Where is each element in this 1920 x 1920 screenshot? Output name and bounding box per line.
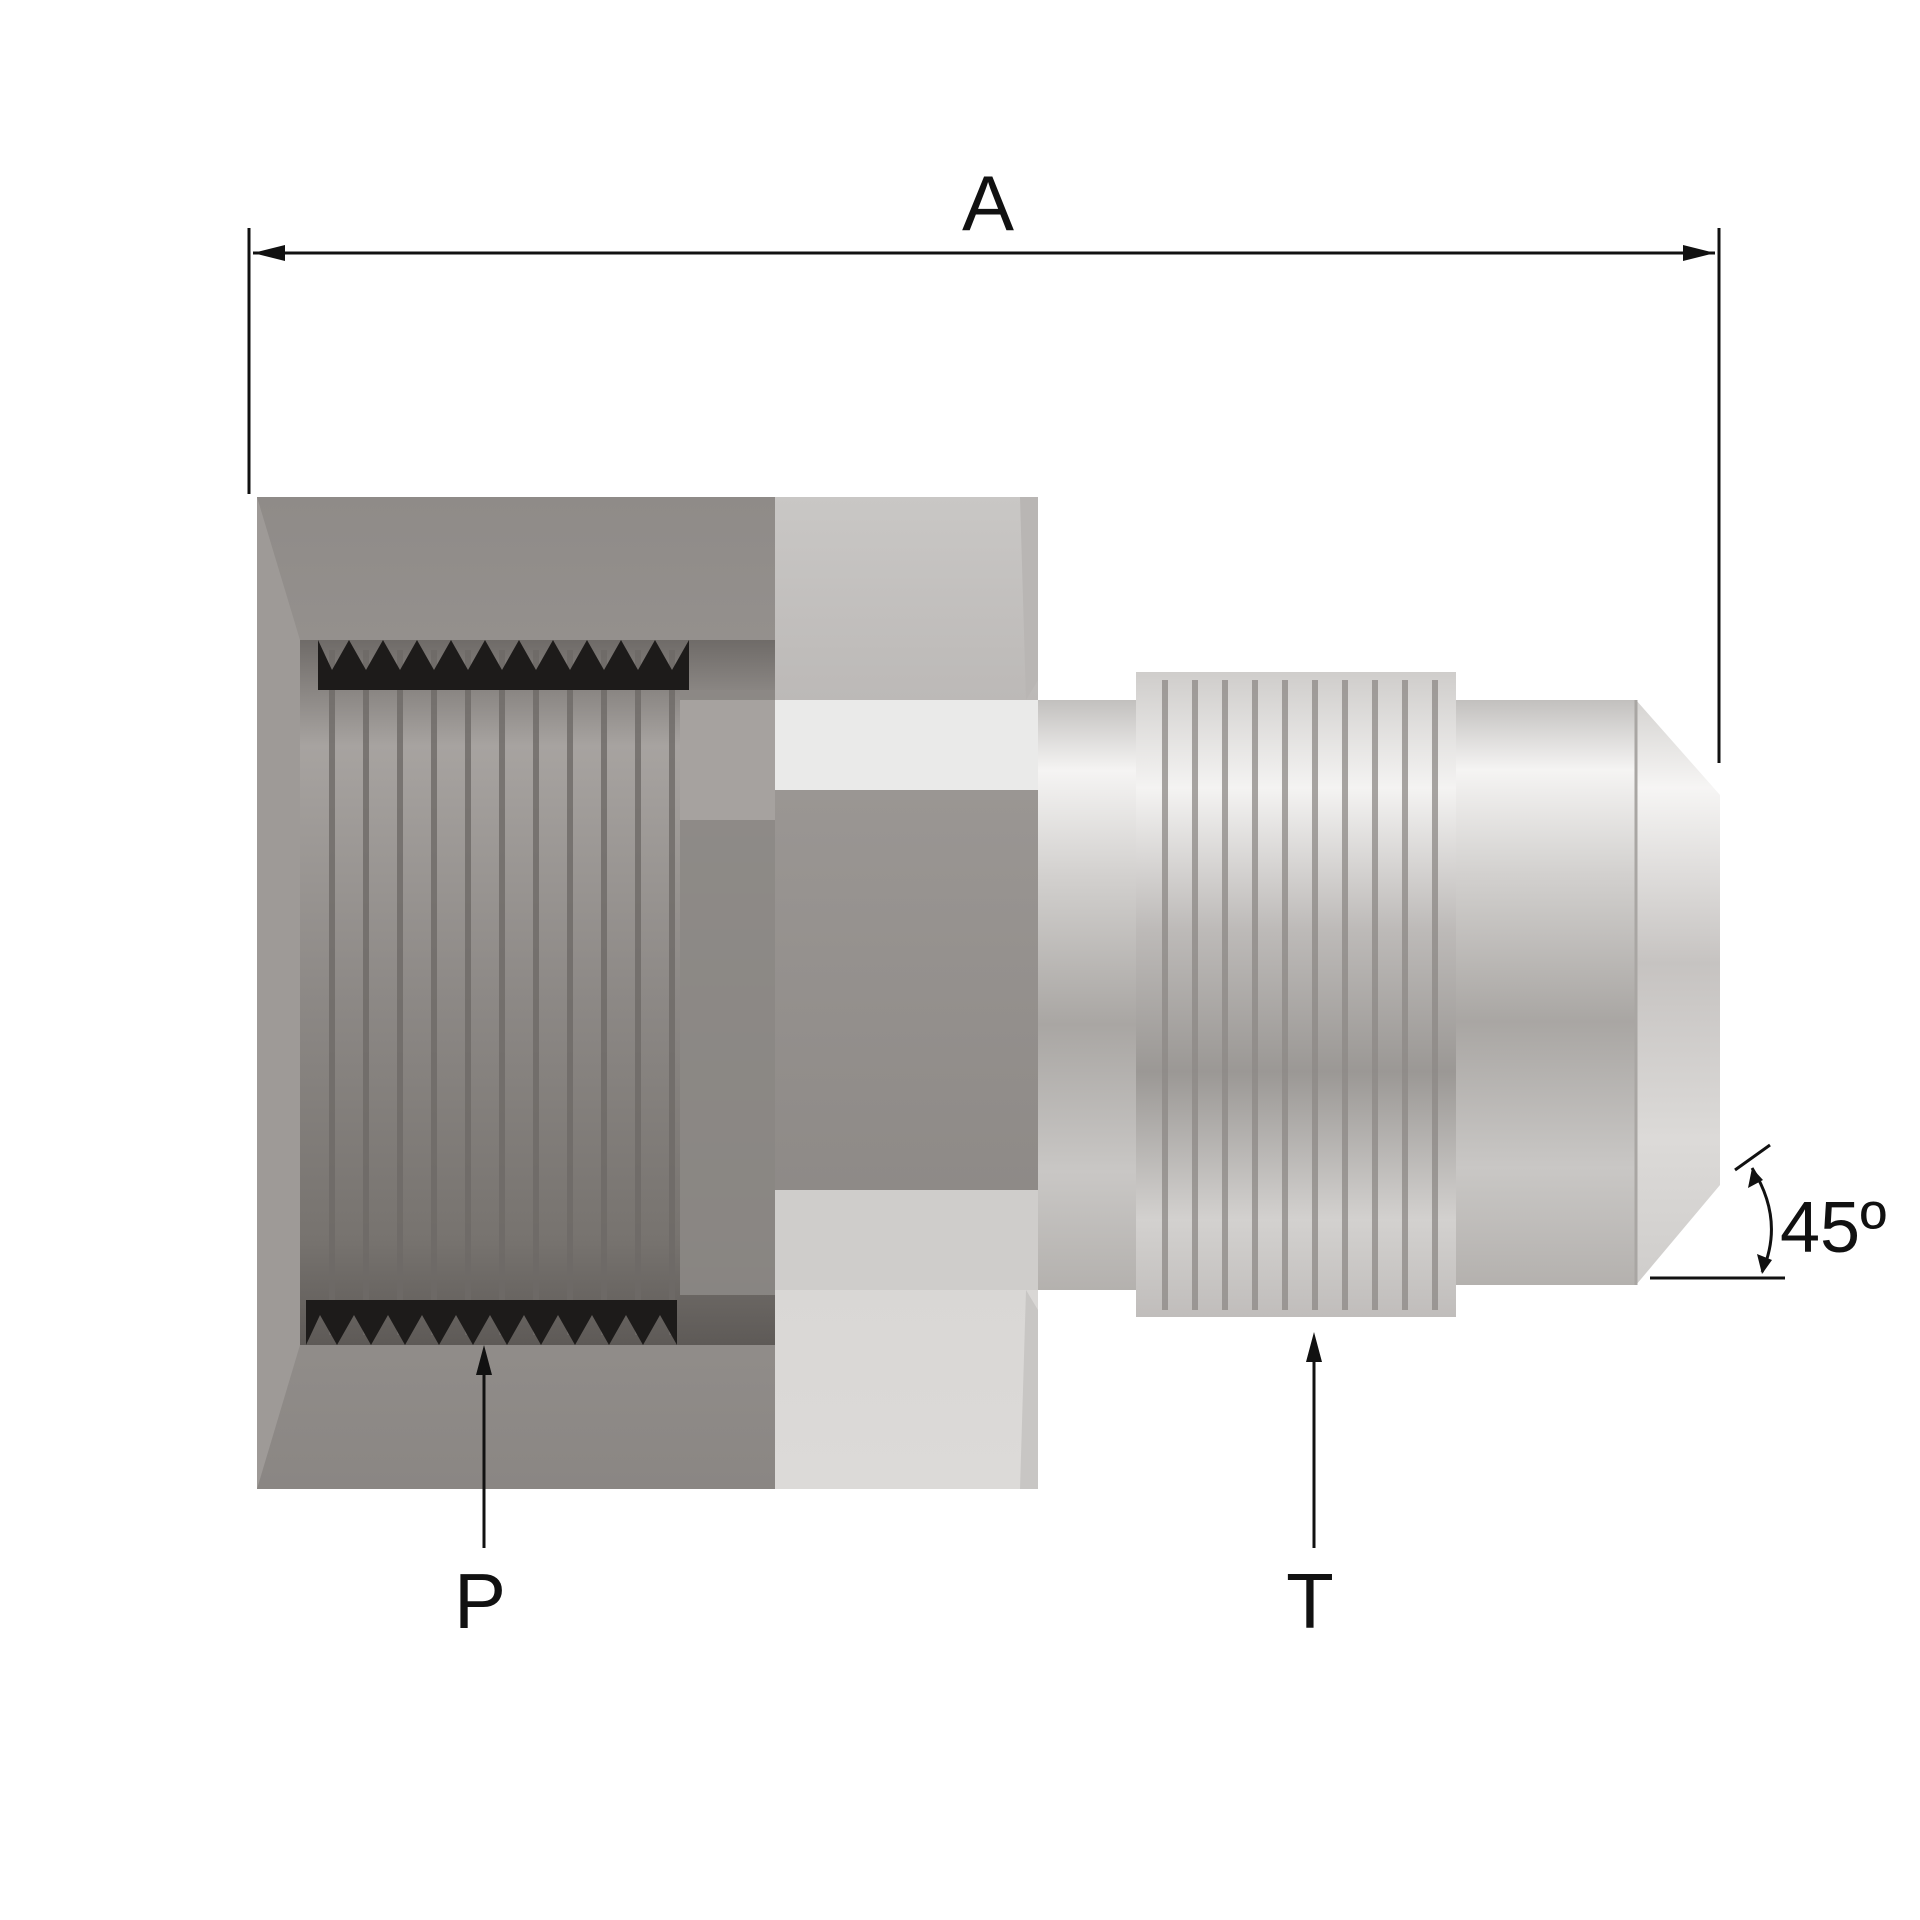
label-flare-angle: 45º <box>1780 1188 1886 1268</box>
dimension-a-label: A <box>962 159 1014 247</box>
dimension-a <box>247 228 1721 763</box>
label-p: P <box>454 1557 506 1645</box>
flare-angle-callout <box>1650 1143 1785 1280</box>
leader-t <box>1306 1332 1322 1548</box>
female-body-section <box>257 497 775 1489</box>
label-t: T <box>1286 1557 1334 1645</box>
neck <box>1038 700 1136 1290</box>
leader-p <box>476 1345 492 1548</box>
lower-thread-teeth <box>306 1300 677 1345</box>
flare-nose <box>1456 700 1720 1285</box>
hex-flats <box>775 497 1038 1489</box>
male-thread <box>1136 650 1456 1340</box>
upper-thread-teeth <box>318 640 689 690</box>
internal-thread-lines <box>329 650 675 1335</box>
